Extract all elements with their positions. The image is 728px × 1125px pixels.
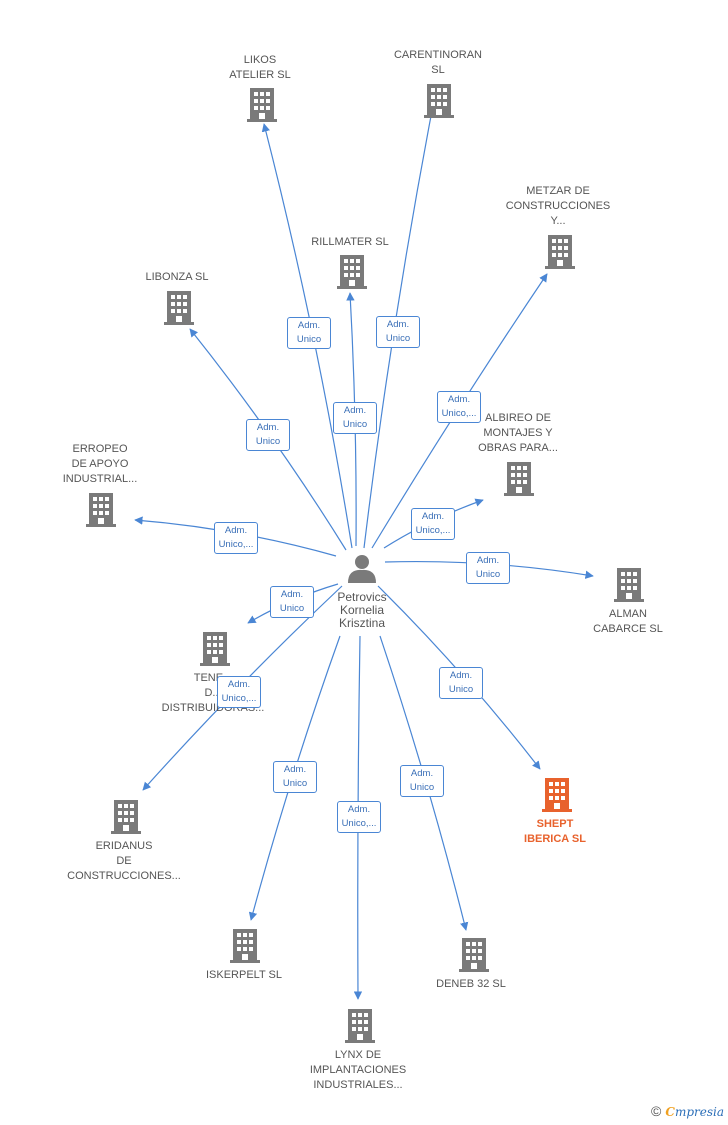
copyright-icon: © [651, 1103, 662, 1119]
company-label-eridanus[interactable]: ERIDANUS DE CONSTRUCCIONES... [67, 840, 181, 882]
company-label-deneb[interactable]: DENEB 32 SL [436, 978, 506, 990]
building-icon[interactable] [337, 255, 367, 289]
empresia-logo[interactable]: Cmpresia [665, 1105, 724, 1119]
company-label-erropeo[interactable]: ERROPEO DE APOYO INDUSTRIAL... [62, 443, 138, 485]
role-badge-metzar: Adm. Unico,... [437, 391, 481, 423]
building-icon[interactable] [345, 1009, 375, 1043]
role-badge-libonza: Adm. Unico [246, 419, 290, 451]
role-badge-alman: Adm. Unico [466, 552, 510, 584]
role-badge-albireo: Adm. Unico,... [411, 508, 455, 540]
person-name-label[interactable]: Petrovics Kornelia Krisztina [337, 590, 387, 630]
company-label-tenerife[interactable]: TENE... D... DISTRIBUIDORAS... [161, 672, 265, 714]
footer-brand[interactable]: ©Cmpresia [651, 1103, 724, 1119]
role-badge-lynx: Adm. Unico,... [337, 801, 381, 833]
role-badge-iskerpelt: Adm. Unico [273, 761, 317, 793]
company-label-shept[interactable]: SHEPT IBERICA SL [524, 818, 586, 845]
building-icon[interactable] [86, 493, 116, 527]
building-icon[interactable] [542, 778, 572, 812]
building-icon[interactable] [247, 88, 277, 122]
role-badge-carentinoran: Adm. Unico [376, 316, 420, 348]
company-label-rillmater[interactable]: RILLMATER SL [311, 236, 389, 248]
company-label-carentinoran[interactable]: CARENTINORAN SL [393, 49, 482, 76]
company-label-iskerpelt[interactable]: ISKERPELT SL [205, 969, 283, 981]
building-icon[interactable] [614, 568, 644, 602]
company-label-likos[interactable]: LIKOS ATELIER SL [229, 54, 291, 81]
person-icon[interactable] [348, 555, 376, 583]
role-badge-eridanus: Adm. Unico,... [217, 676, 261, 708]
company-label-albireo[interactable]: ALBIREO DE MONTAJES Y OBRAS PARA... [478, 412, 558, 454]
building-icon[interactable] [164, 291, 194, 325]
building-icon[interactable] [504, 462, 534, 496]
building-icon[interactable] [200, 632, 230, 666]
building-icon[interactable] [230, 929, 260, 963]
building-icon[interactable] [424, 84, 454, 118]
company-label-libonza[interactable]: LIBONZA SL [145, 271, 209, 283]
role-badge-likos: Adm. Unico [287, 317, 331, 349]
role-badge-deneb: Adm. Unico [400, 765, 444, 797]
building-icon[interactable] [459, 938, 489, 972]
company-label-metzar[interactable]: METZAR DE CONSTRUCCIONES Y... [505, 185, 611, 227]
building-icon[interactable] [545, 235, 575, 269]
company-label-lynx[interactable]: LYNX DE IMPLANTACIONES INDUSTRIALES... [309, 1049, 407, 1091]
role-badge-rillmater: Adm. Unico [333, 402, 377, 434]
company-label-alman[interactable]: ALMAN CABARCE SL [593, 608, 663, 635]
building-icon[interactable] [111, 800, 141, 834]
role-badge-erropeo: Adm. Unico,... [214, 522, 258, 554]
role-badge-tenerife: Adm. Unico [270, 586, 314, 618]
role-badge-shept: Adm. Unico [439, 667, 483, 699]
